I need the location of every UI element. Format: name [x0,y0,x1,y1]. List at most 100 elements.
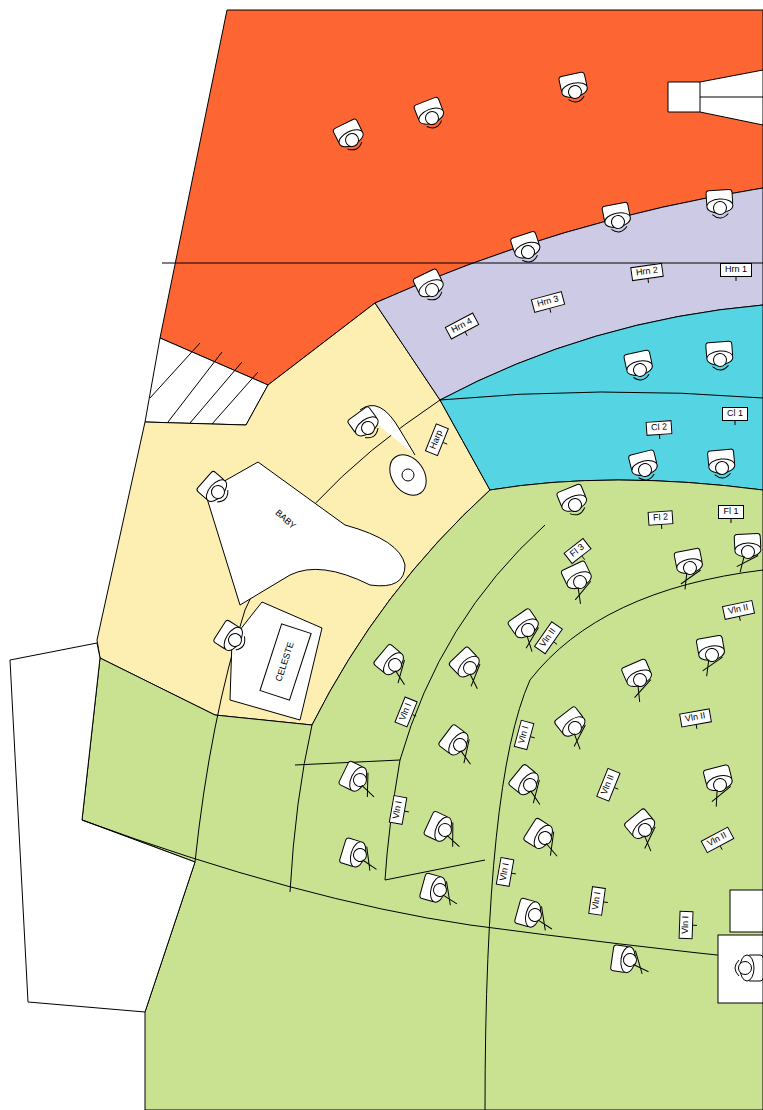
instrument [536,906,557,931]
musician-figure [556,483,591,519]
music-stand-label: Hrn 3 [531,291,566,313]
head [351,771,368,788]
arms [217,490,231,505]
musician-figure [561,560,601,605]
head [343,131,360,148]
shoulders [428,875,448,904]
head [359,419,377,437]
head [741,545,755,559]
musician-figure [734,533,762,572]
instrument-label: BABY [270,506,300,535]
musician-figure [554,706,598,752]
musician-figure [735,955,763,981]
head [209,483,227,501]
instrument [456,739,482,766]
head [567,497,584,514]
musician-figure [602,202,633,235]
shoulders [630,458,659,478]
musician-figure [706,341,734,371]
row-line [195,400,440,862]
label-text: Cl 1 [727,409,743,419]
shoulders [624,667,653,690]
musician-figure [423,811,468,851]
shoulders [560,492,589,515]
celeste-case [230,602,322,720]
stairs [145,338,268,425]
label-text: Vln II [684,711,706,724]
head [423,281,440,298]
music-stand-label: Hrn 2 [630,263,664,281]
label-text: Vln II [600,774,617,797]
head [739,962,752,975]
music-stand-label: Vln I [679,911,694,939]
shoulders [352,413,381,440]
music-stand-label: Vln II [534,622,563,655]
baby-grand-piano [205,462,405,605]
musician-figure [508,764,554,808]
shoulders [698,644,726,662]
instrument [631,680,658,703]
musician-figure [196,470,234,508]
shoulders [559,713,588,740]
label-text: Hrn 2 [635,266,658,279]
musician-figure [707,449,736,479]
head [436,821,453,838]
instrument [679,570,704,590]
music-stand-label: Vln II [722,600,755,620]
musician-figure [696,635,728,677]
row-line [440,392,763,400]
musician-figure [347,406,385,444]
shoulders [706,350,733,366]
regions [10,10,763,1110]
shoulders [619,946,637,974]
row-line [82,820,763,960]
arms [633,374,649,381]
timpani-stand [700,97,763,98]
musician-figure [438,724,484,768]
head [432,882,448,898]
label-text: Vln I [392,800,405,819]
musician-figure [332,118,368,155]
music-stand-label: Vln I [389,795,408,825]
label-text: BABY [273,508,297,531]
music-stand-label: Hrn 1 [720,263,752,277]
label-text: Fl 1 [723,507,738,517]
musician-figure [338,760,384,800]
shoulders [416,276,446,300]
instrument [526,780,552,807]
head [713,201,727,215]
label-text: Hrn 3 [536,294,560,309]
music-stand-label: Hrn 4 [445,312,480,339]
stair-step [190,362,242,423]
row-line [290,725,312,892]
music-stand-label: Vln II [596,768,620,801]
arms [568,96,584,103]
label-text: Cl 2 [651,423,668,434]
musician-figure [558,72,589,105]
arms [236,636,248,652]
music-stand-label: Vln II [700,827,733,854]
arms [715,473,731,478]
shoulders [625,358,653,377]
arms [713,365,729,370]
musician-figure [523,817,569,859]
shoulders [336,126,366,150]
music-stand-label: Vln I [514,720,535,751]
musician-figure [510,231,544,266]
instrument [709,786,734,807]
arms [365,428,380,441]
label-text: Vln I [681,916,692,934]
shoulders [523,900,543,929]
musician-figure [448,646,493,691]
shoulders [705,773,734,793]
shoulders [512,615,541,641]
harp-body [382,448,433,502]
musician-figure [412,268,448,305]
instrument [360,847,382,873]
shoulders [530,822,556,851]
shoulders [560,80,588,99]
head [424,110,441,127]
instrument [441,881,462,906]
musician-figure [703,764,738,807]
